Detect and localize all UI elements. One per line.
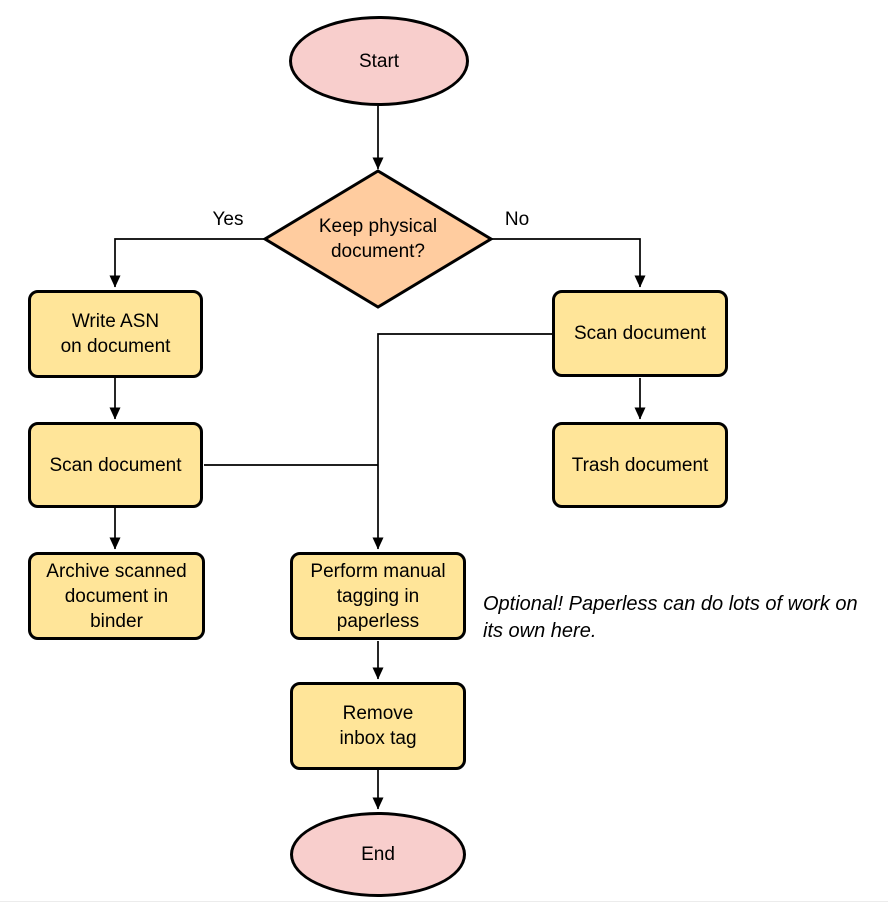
node-scan-document-right: Scan document — [552, 290, 728, 377]
diamond-shape — [262, 169, 494, 309]
node-write-asn: Write ASN on document — [28, 290, 203, 378]
edge-scan-right-perform — [372, 333, 553, 550]
node-write-asn-label: Write ASN on document — [60, 311, 171, 357]
node-archive-binder-label: Archive scanned document in binder — [46, 560, 187, 632]
node-start-label: Start — [358, 50, 400, 72]
node-manual-tagging-label: Perform manual tagging in paperless — [310, 560, 446, 632]
node-end-label: End — [361, 844, 395, 865]
node-trash-document-label: Trash document — [571, 454, 709, 476]
edge-label-yes: Yes — [212, 209, 244, 230]
node-scan-document-left: Scan document — [28, 422, 203, 508]
edge-decision-write-asn — [109, 238, 265, 288]
node-manual-tagging: Perform manual tagging in paperless — [290, 552, 466, 640]
node-trash-document: Trash document — [552, 422, 728, 508]
edge-label-no: No — [504, 209, 530, 230]
node-start: Start — [289, 16, 469, 106]
annotation-note: Optional! Paperless can do lots of work … — [483, 593, 858, 642]
node-scan-document-left-label: Scan document — [49, 454, 182, 476]
node-scan-document-right-label: Scan document — [573, 323, 707, 344]
node-decision: Keep physical document? — [258, 164, 498, 314]
edge-decision-scan-right — [491, 238, 646, 288]
bottom-divider — [0, 901, 888, 902]
node-remove-inbox-tag: Remove inbox tag — [290, 682, 466, 770]
node-remove-inbox-tag-label: Remove inbox tag — [339, 703, 417, 749]
node-end: End — [290, 812, 466, 897]
node-archive-binder: Archive scanned document in binder — [28, 552, 205, 640]
node-decision-label: Keep physical document? — [318, 216, 438, 262]
